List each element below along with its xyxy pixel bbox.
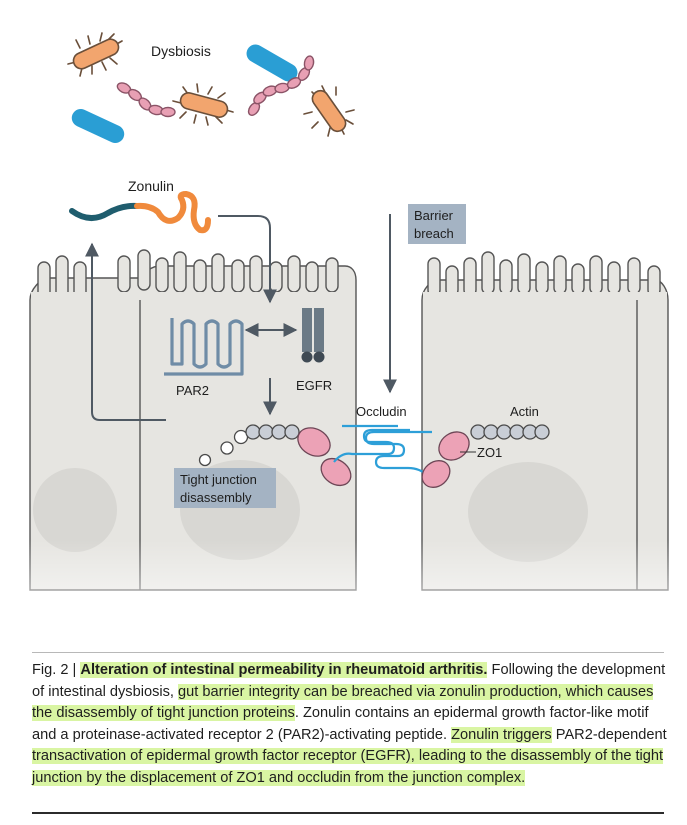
figure-diagram: Dysbiosis Zonulin <box>0 32 687 650</box>
caption-text: Following the development of intestinal … <box>32 662 666 700</box>
barrier-breach-label: Barrier <box>414 208 454 223</box>
blue-bacterium <box>246 44 298 82</box>
barrier-breach-label: breach <box>414 226 454 241</box>
egfr-receptor <box>301 308 325 363</box>
tj-disassembly-label: disassembly <box>180 490 252 505</box>
zonulin-molecule-dark <box>69 202 140 221</box>
egfr-label: EGFR <box>296 378 332 393</box>
actin-beads-right <box>470 424 550 440</box>
occludin-right <box>364 430 432 477</box>
zo1-left <box>297 427 352 487</box>
caption-title: Alteration of intestinal permeability in… <box>80 662 488 678</box>
right-epithelial-cell <box>421 251 669 591</box>
occludin-label: Occludin <box>356 404 407 419</box>
bottom-fade <box>0 540 687 650</box>
orange-bacterium <box>303 85 355 137</box>
blue-bacterium <box>71 108 125 144</box>
par2-label: PAR2 <box>176 383 209 398</box>
orange-bacterium <box>67 32 123 77</box>
free-tj-beads <box>198 429 249 467</box>
zonulin-label: Zonulin <box>128 178 174 194</box>
zo1-label: ZO1 <box>477 445 502 460</box>
tj-disassembly-label: Tight junction <box>180 472 257 487</box>
zo1-right <box>421 431 470 488</box>
caption-highlight: transactivation of epidermal growth fact… <box>32 748 664 786</box>
return-to-zonulin-arrow <box>85 242 166 421</box>
pink-chain-bacterium <box>116 82 176 118</box>
caption-top-rule <box>32 652 664 653</box>
nucleus <box>468 462 588 562</box>
zonulin-molecule-orange <box>134 190 211 234</box>
caption-text: PAR2-dependent <box>551 726 667 743</box>
zonulin-to-egfr-arrow <box>218 215 277 304</box>
dysbiosis-label: Dysbiosis <box>151 43 211 59</box>
bacteria-group <box>67 32 355 144</box>
figure-caption: Fig. 2 | Alteration of intestinal permea… <box>32 660 668 789</box>
orange-bacterium <box>172 83 234 126</box>
nucleus <box>33 468 117 552</box>
caption-highlight: Zonulin triggers <box>451 726 552 743</box>
actin-beads-left <box>245 424 300 440</box>
caption-text: . Zonulin contains an epidermal growth f… <box>32 705 649 743</box>
pink-chain-bacterium <box>247 55 315 116</box>
caption-bottom-rule <box>32 812 664 814</box>
barrier-breach-callout <box>408 204 466 244</box>
left-epithelial-cell <box>29 249 357 591</box>
actin-label: Actin <box>510 404 539 419</box>
caption-fig-label: Fig. 2 | <box>32 662 81 678</box>
par2-receptor <box>164 318 244 376</box>
tj-disassembly-callout <box>174 468 276 508</box>
